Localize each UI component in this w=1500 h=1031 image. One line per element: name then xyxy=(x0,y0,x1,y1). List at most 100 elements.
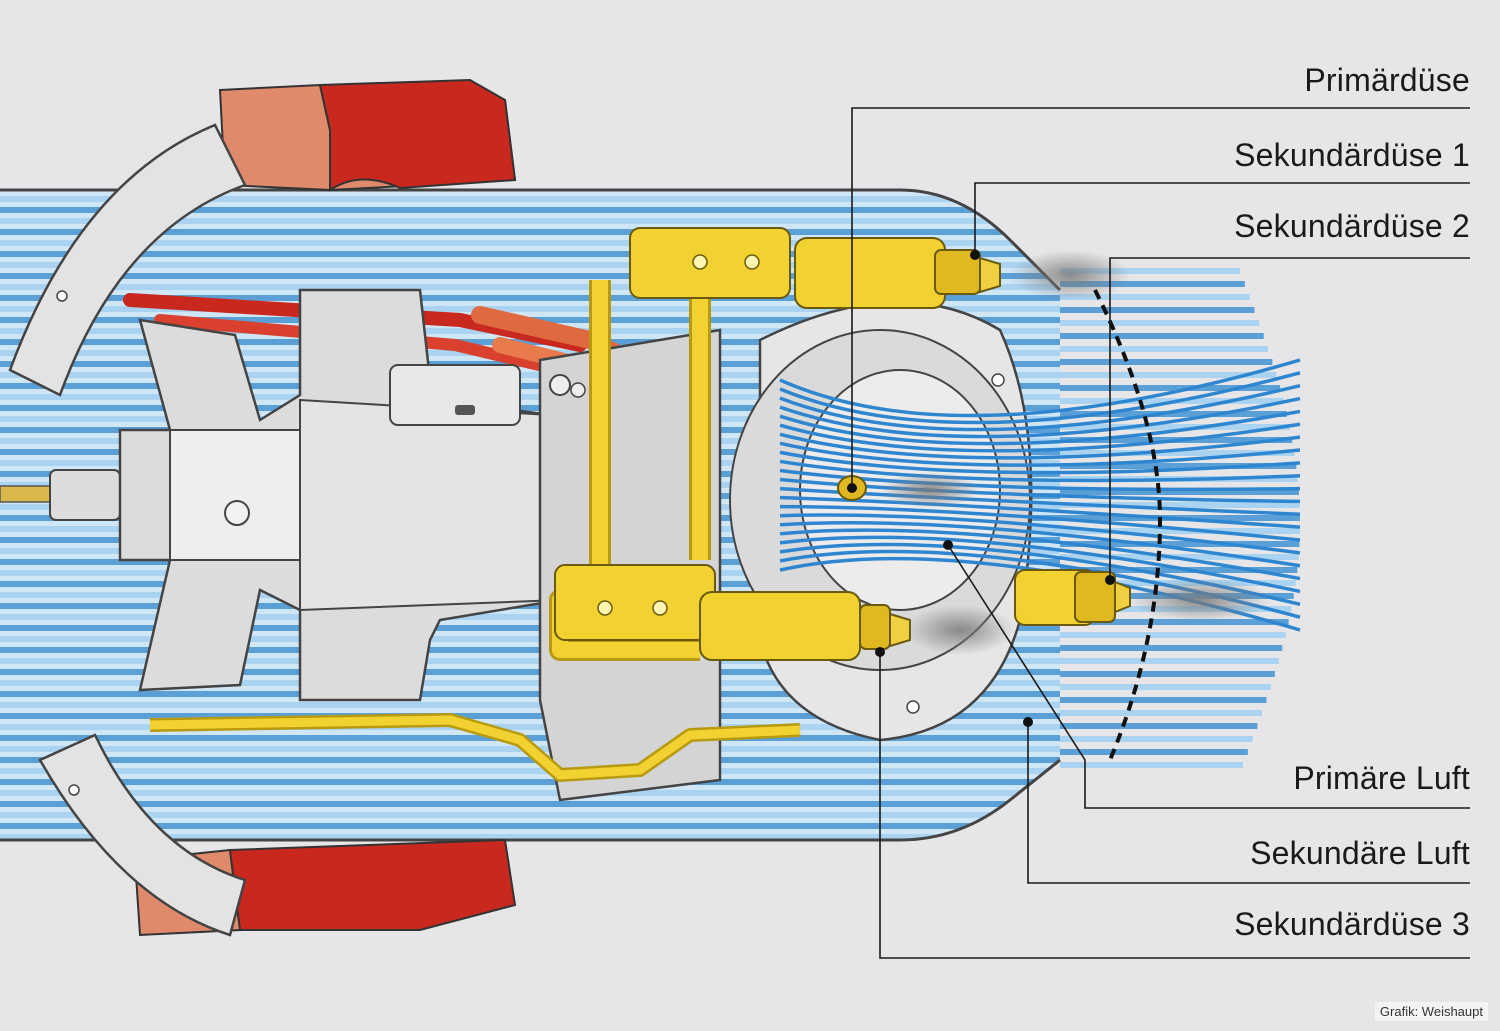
air-stripe xyxy=(1060,268,1240,274)
air-stripe xyxy=(0,823,1060,829)
air-stripe xyxy=(1060,333,1264,339)
air-stripe xyxy=(1060,619,1289,625)
jet-line xyxy=(779,513,1301,555)
jet-line xyxy=(779,535,1301,594)
air-stripe xyxy=(0,801,1060,807)
air-stripe xyxy=(1060,294,1250,300)
air-stripe xyxy=(0,229,1060,235)
air-stripe xyxy=(0,372,1060,378)
secondary-nozzle-1-tip xyxy=(934,249,1001,295)
jet-line xyxy=(779,450,1301,475)
jet-line xyxy=(779,477,1301,504)
air-stripe xyxy=(0,691,1060,697)
jet-line xyxy=(779,441,1301,467)
air-stripe xyxy=(1060,424,1290,430)
air-stripe xyxy=(0,339,1060,345)
air-stripe xyxy=(0,735,1060,741)
air-stripe xyxy=(1060,281,1245,287)
jet-line xyxy=(779,459,1301,483)
air-stripe xyxy=(0,273,1060,279)
air-stripe xyxy=(0,779,1060,785)
secondary-nozzle-3-tip xyxy=(859,604,911,650)
jet-line xyxy=(779,495,1301,529)
combustion-boundary xyxy=(1093,289,1163,761)
callout-leaders xyxy=(851,107,1470,959)
air-stripe xyxy=(1060,411,1287,417)
air-stripe xyxy=(1060,632,1286,638)
air-stripe xyxy=(1060,489,1299,495)
air-stripe xyxy=(0,262,1060,268)
primary-air-jet xyxy=(779,358,1301,632)
label-secondary-nozzle-1: Sekundärdüse 1 xyxy=(1234,137,1470,173)
air-stripe xyxy=(0,768,1060,774)
jet-line xyxy=(779,504,1301,542)
air-stripe xyxy=(0,625,1060,631)
leader-secondary-air xyxy=(1027,722,1470,884)
jet-line xyxy=(779,468,1301,492)
jet-line xyxy=(779,396,1301,439)
air-stripe xyxy=(0,251,1060,257)
air-stripe xyxy=(1060,502,1300,508)
air-stripe xyxy=(0,240,1060,246)
air-stripe xyxy=(0,636,1060,642)
air-stripe xyxy=(0,713,1060,719)
air-stripe xyxy=(1060,723,1258,729)
air-stripe xyxy=(1060,762,1244,768)
air-stripe xyxy=(1060,684,1271,690)
label-primary-nozzle: Primärdüse xyxy=(1304,62,1470,98)
label-secondary-air: Sekundäre Luft xyxy=(1250,835,1470,871)
air-stripe xyxy=(0,757,1060,763)
jet-line xyxy=(779,384,1301,432)
air-stripe xyxy=(1060,463,1297,469)
air-stripe xyxy=(0,295,1060,301)
air-stripe xyxy=(1060,372,1277,378)
air-stripe xyxy=(0,812,1060,818)
air-stripe xyxy=(1060,736,1253,742)
air-stripe xyxy=(0,383,1060,389)
air-stripe xyxy=(0,658,1060,664)
air-stripe xyxy=(1060,528,1300,534)
air-stripe xyxy=(0,647,1060,653)
air-stripe xyxy=(0,196,1060,202)
air-stripe xyxy=(0,669,1060,675)
air-stripe xyxy=(0,218,1060,224)
air-stripe xyxy=(0,834,1060,840)
jet-line xyxy=(779,409,1301,446)
fuel-spray xyxy=(880,250,1270,655)
air-stripe xyxy=(1060,658,1279,664)
air-stripe xyxy=(0,405,1060,411)
air-stripe xyxy=(0,790,1060,796)
jet-line xyxy=(779,486,1301,517)
air-stripe xyxy=(1060,697,1267,703)
air-stripe xyxy=(1060,307,1255,313)
image-credit: Grafik: Weishaupt xyxy=(1374,1002,1488,1021)
label-primary-air: Primäre Luft xyxy=(1293,760,1470,796)
air-stripe xyxy=(1060,385,1281,391)
secondary-nozzle-2-tip xyxy=(1074,571,1131,623)
callout-dots xyxy=(847,250,1115,727)
air-stripe xyxy=(1060,710,1263,716)
air-stripe xyxy=(0,207,1060,213)
air-stripe xyxy=(0,306,1060,312)
label-secondary-nozzle-2: Sekundärdüse 2 xyxy=(1234,208,1470,244)
mounting-flange-top xyxy=(218,78,517,192)
air-stripe xyxy=(1060,450,1295,456)
jet-line xyxy=(779,432,1301,460)
air-stripe xyxy=(0,702,1060,708)
air-stripe xyxy=(1060,749,1248,755)
jet-line xyxy=(779,371,1301,425)
air-stripe xyxy=(1060,359,1273,365)
air-stripe xyxy=(0,680,1060,686)
air-stripe xyxy=(1060,671,1275,677)
air-stripe xyxy=(0,614,1060,620)
leader-primary-air xyxy=(947,544,1470,809)
leader-secondary-nozzle-2 xyxy=(1109,257,1470,580)
jet-line xyxy=(779,358,1301,418)
jet-line xyxy=(779,520,1301,568)
leader-secondary-nozzle-1 xyxy=(974,182,1470,255)
label-secondary-nozzle-3: Sekundärdüse 3 xyxy=(1234,906,1470,942)
air-stripe xyxy=(0,724,1060,730)
air-stripe xyxy=(1060,541,1300,547)
air-stripe xyxy=(1060,346,1269,352)
